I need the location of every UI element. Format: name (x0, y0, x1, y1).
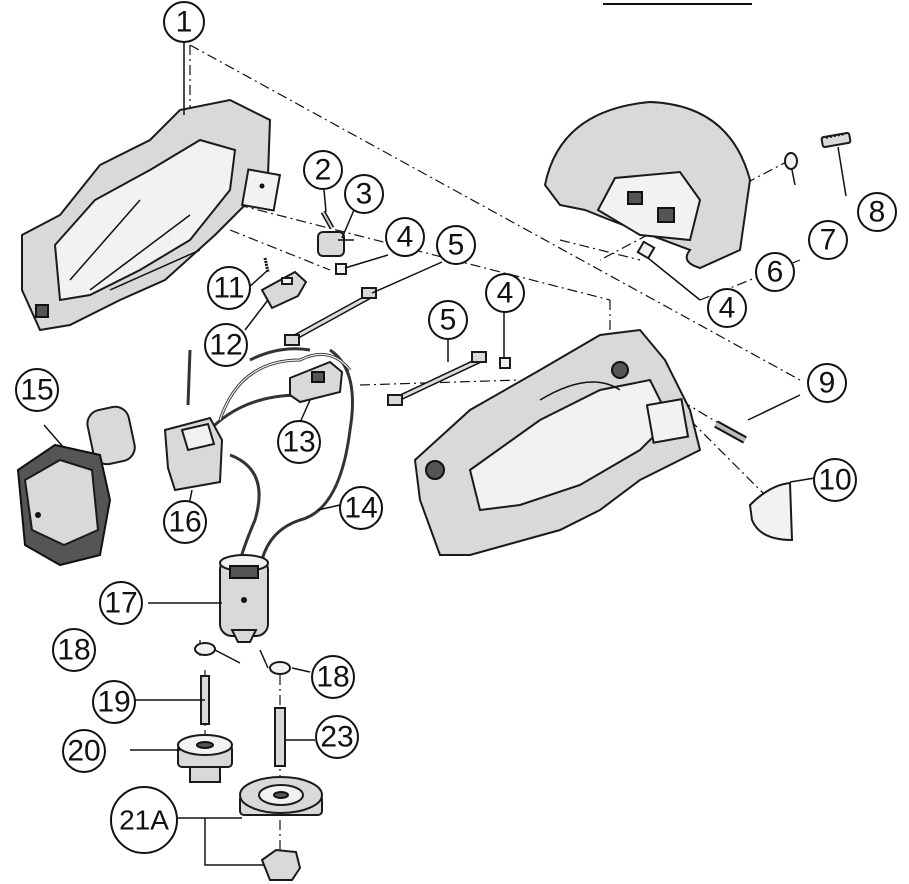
callout-5a: 5 (436, 225, 476, 265)
svg-text:14: 14 (344, 492, 377, 525)
left-housing-half (21, 98, 282, 332)
callout-23: 23 (315, 715, 359, 759)
callout-14: 14 (339, 486, 383, 530)
callout-10: 10 (813, 458, 857, 502)
trigger-switch (289, 360, 344, 404)
callout-13: 13 (277, 420, 321, 464)
callout-8: 8 (857, 192, 897, 232)
callout-9: 9 (807, 363, 847, 403)
callout-4c: 4 (707, 288, 747, 328)
svg-text:10: 10 (818, 464, 851, 497)
svg-text:12: 12 (209, 329, 242, 362)
nut-a (335, 263, 347, 275)
callout-20: 20 (62, 729, 106, 773)
svg-text:6: 6 (767, 256, 784, 289)
right-housing-half (413, 328, 702, 556)
gear-20 (177, 734, 233, 783)
svg-text:7: 7 (820, 224, 837, 257)
bolt (820, 131, 852, 149)
callout-7: 7 (808, 220, 848, 260)
callout-1: 1 (163, 1, 205, 43)
svg-text:20: 20 (67, 735, 100, 768)
callout-16: 16 (163, 500, 207, 544)
callout-12: 12 (204, 323, 248, 367)
callout-2: 2 (303, 150, 343, 190)
small-spring (263, 257, 270, 273)
callout-21a: 21A (110, 786, 178, 854)
svg-text:23: 23 (320, 721, 353, 754)
callout-3: 3 (344, 174, 384, 214)
callout-4b: 4 (485, 273, 525, 313)
motor (219, 554, 269, 643)
callout-6: 6 (755, 252, 795, 292)
svg-text:18: 18 (57, 634, 90, 667)
switch-unit (163, 416, 224, 492)
nut-c (636, 240, 656, 260)
wiring-harness (186, 347, 354, 581)
svg-text:4: 4 (719, 292, 736, 325)
terminal-bar-b (387, 351, 487, 406)
svg-text:18: 18 (316, 661, 349, 694)
callout-15: 15 (15, 368, 59, 412)
svg-text:9: 9 (819, 367, 836, 400)
nut-b (499, 357, 511, 369)
callout-4a: 4 (385, 217, 425, 257)
callout-17: 17 (99, 581, 143, 625)
washer-18b (269, 661, 291, 675)
terminal-bar-a (284, 287, 377, 346)
screw (714, 420, 747, 444)
svg-text:16: 16 (168, 506, 201, 539)
leader-lines (43, 40, 847, 866)
washer-18a (194, 642, 216, 656)
svg-text:8: 8 (869, 196, 886, 229)
svg-text:13: 13 (282, 426, 315, 459)
svg-text:11: 11 (213, 272, 244, 305)
svg-text:19: 19 (97, 686, 130, 719)
switch-lever (317, 231, 354, 257)
svg-text:17: 17 (104, 587, 137, 620)
small-screw (320, 210, 335, 230)
svg-text:4: 4 (397, 221, 414, 254)
svg-text:1: 1 (176, 6, 193, 39)
svg-text:5: 5 (448, 229, 465, 262)
callout-18b: 18 (311, 655, 355, 699)
switch-block (260, 270, 308, 310)
blade-guard (543, 100, 752, 270)
battery-pack (16, 405, 136, 567)
svg-text:21A: 21A (119, 805, 169, 836)
svg-text:4: 4 (497, 277, 514, 310)
callout-19: 19 (92, 680, 136, 724)
shaft-23 (274, 707, 286, 767)
callout-5b: 5 (428, 300, 468, 340)
gear-21a (239, 776, 323, 881)
svg-text:3: 3 (356, 178, 373, 211)
svg-text:5: 5 (440, 304, 457, 337)
svg-text:2: 2 (315, 154, 332, 187)
callout-11: 11 (207, 266, 251, 310)
svg-text:15: 15 (20, 374, 53, 407)
washer (784, 152, 798, 170)
cover-plate (748, 481, 794, 542)
callout-18a: 18 (52, 628, 96, 672)
